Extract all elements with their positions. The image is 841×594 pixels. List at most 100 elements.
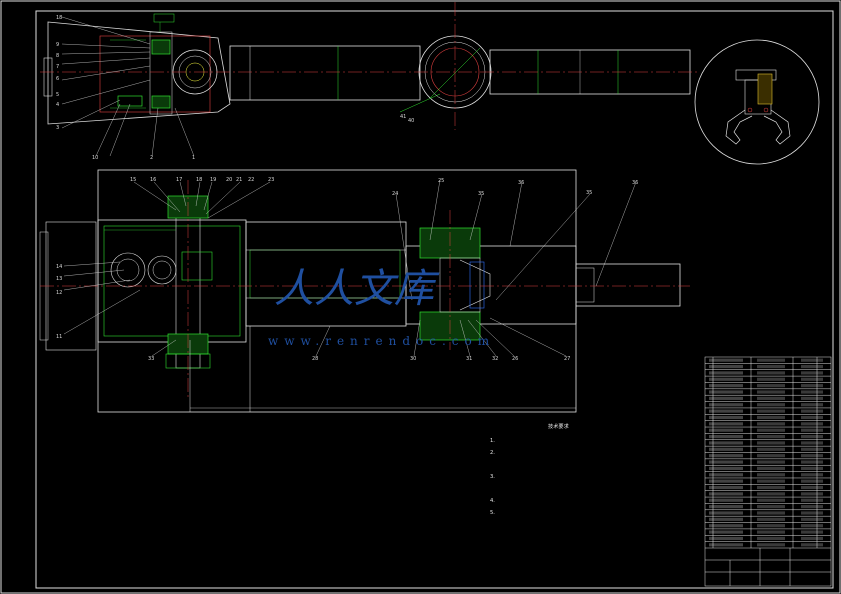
bom-cell-text: [709, 485, 743, 490]
bom-cell-text: [757, 485, 785, 490]
bom-cell-text: [709, 409, 743, 413]
part-number-36: 36: [518, 180, 524, 186]
bom-cell-text: [801, 536, 823, 541]
top-gearbox-housing: [47, 21, 231, 125]
bom-cell-text: [709, 371, 743, 375]
bom-cell-text: [801, 435, 823, 439]
bom-cell-text: [801, 422, 823, 426]
bom-cell-text: [709, 466, 743, 470]
bom-cell-text: [709, 498, 743, 502]
bom-cell-text: [709, 524, 743, 528]
svg-text:www.renrendoc.com: www.renrendoc.com: [268, 334, 495, 348]
tech-req-line-2: 2.: [490, 450, 495, 456]
bom-cell-text: [801, 505, 823, 509]
part-number-1: 1: [192, 155, 195, 161]
bom-cell-text: [757, 466, 785, 470]
front-view: [39, 169, 690, 413]
bom-cell-text: [801, 377, 823, 381]
bom-cell-text: [801, 396, 823, 400]
gripper-finger-left: [725, 109, 753, 145]
part-number-8: 8: [56, 53, 59, 59]
part-number-20: 20: [226, 177, 232, 183]
bom-cell-text: [757, 473, 785, 477]
bom-cell-text: [801, 415, 823, 420]
bom-cell-text: [801, 473, 823, 477]
bom-cell-text: [709, 384, 743, 388]
bom-cell-text: [709, 543, 743, 547]
bom-cell-text: [801, 466, 823, 470]
bom-cell-text: [757, 511, 785, 515]
bom-cell-text: [757, 371, 785, 375]
bom-cell-text: [801, 543, 823, 547]
part-number-16: 16: [150, 177, 156, 183]
bom-cell-text: [757, 390, 785, 394]
bom-cell-text: [709, 441, 743, 445]
bom-cell-text: [757, 492, 785, 496]
bom-cell-text: [757, 396, 785, 400]
part-number-4: 4: [56, 102, 59, 108]
bom-cell-text: [757, 377, 785, 381]
tech-req-line-7: 5.: [490, 510, 495, 516]
part-number-14: 14: [56, 264, 62, 270]
part-number-17: 17: [176, 177, 182, 183]
bom-cell-text: [801, 524, 823, 528]
bom-cell-text: [709, 377, 743, 381]
bom-cell-text: [709, 511, 743, 515]
part-number-11: 11: [56, 334, 62, 340]
bom-cell-text: [757, 435, 785, 439]
bom-cell-text: [757, 403, 785, 407]
bom-cell-text: [757, 498, 785, 502]
bom-cell-text: [757, 441, 785, 445]
bom-cell-text: [709, 390, 743, 394]
bom-cell-text: [801, 441, 823, 445]
part-number-23: 23: [268, 177, 274, 183]
bom-cell-text: [801, 428, 823, 432]
front-gear-1: [110, 252, 146, 288]
bom-cell-text: [709, 460, 743, 464]
part-number-36: 36: [632, 180, 638, 186]
bom-cell-text: [709, 422, 743, 426]
tech-req-line-6: 4.: [490, 498, 495, 504]
bom-cell-text: [757, 536, 785, 541]
inner-border: [35, 10, 834, 589]
bom-cell-text: [709, 358, 743, 362]
tech-req-line-1: 1.: [490, 438, 495, 444]
part-number-28: 28: [312, 356, 318, 362]
bom-cell-text: [757, 543, 785, 547]
bom-cell-text: [757, 428, 785, 432]
svg-text:人人文库: 人人文库: [274, 266, 440, 312]
bom-cell-text: [801, 447, 823, 451]
bom-cell-text: [801, 511, 823, 515]
top-arm-tube: [229, 45, 421, 101]
bom-cell-text: [757, 447, 785, 451]
bom-cell-text: [757, 358, 785, 362]
bom-cell-text: [757, 505, 785, 509]
bom-cell-text: [709, 428, 743, 432]
bom-cell-text: [709, 447, 743, 451]
bom-cell-text: [801, 479, 823, 483]
gripper-finger-right: [763, 109, 791, 145]
tech-req-title: 技术要求: [548, 422, 570, 430]
bom-cell-text: [801, 485, 823, 490]
bom-cell-text: [709, 517, 743, 521]
part-number-18: 18: [196, 177, 202, 183]
part-number-40: 40: [408, 118, 414, 124]
bom-cell-text: [709, 415, 743, 420]
bom-cell-text: [709, 454, 743, 458]
part-number-13: 13: [56, 276, 62, 282]
part-number-24: 24: [392, 191, 398, 197]
part-number-21: 21: [236, 177, 242, 183]
part-number-7: 7: [56, 64, 59, 70]
bom-cell-text: [757, 364, 785, 369]
part-number-10: 10: [92, 155, 98, 161]
part-number-41: 41: [400, 114, 406, 120]
bom-cell-text: [801, 454, 823, 458]
bom-cell-text: [757, 517, 785, 521]
part-number-22: 22: [248, 177, 254, 183]
part-number-18: 18: [56, 15, 62, 21]
bom-cell-text: [801, 517, 823, 521]
bom-cell-text: [709, 364, 743, 369]
bom-cell-text: [709, 435, 743, 439]
bom-cell-text: [709, 536, 743, 541]
